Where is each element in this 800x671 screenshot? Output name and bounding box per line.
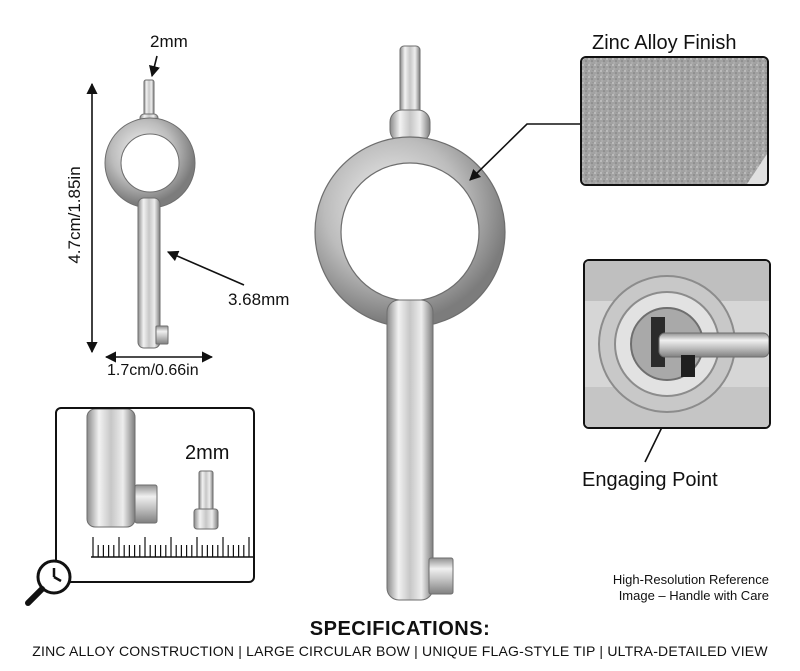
small-key-tip-label: 2mm xyxy=(150,32,188,51)
reference-note: High-Resolution Reference Image – Handle… xyxy=(560,572,769,604)
closeup-tip-label: 2mm xyxy=(185,442,230,464)
large-key-tip-pin xyxy=(399,45,421,119)
shaft-dimension-arrow xyxy=(166,250,245,286)
tip-closeup-frame xyxy=(55,407,255,583)
small-key-flag xyxy=(155,325,169,345)
small-key-shaft-label: 3.68mm xyxy=(228,290,290,309)
engaging-closeup-frame xyxy=(583,259,771,429)
small-key-tip-arrow xyxy=(149,55,160,78)
small-key-width-label: 1.7cm/0.66in xyxy=(107,362,199,379)
engaging-point-label: Engaging Point xyxy=(582,469,718,491)
reference-note-line1: High-Resolution Reference xyxy=(612,572,769,587)
magnifier-clock-icon[interactable] xyxy=(22,557,76,611)
large-key-bow xyxy=(315,137,505,327)
zinc-texture-image xyxy=(582,58,767,184)
small-key xyxy=(104,79,196,349)
finish-closeup-frame xyxy=(580,56,769,186)
large-key xyxy=(314,45,506,601)
lock-closeup-image xyxy=(585,261,769,427)
large-key-flag xyxy=(428,557,454,595)
finish-callout-line xyxy=(469,123,580,181)
tip-closeup-image xyxy=(86,409,253,558)
specifications-items: ZINC ALLOY CONSTRUCTION | LARGE CIRCULAR… xyxy=(32,643,768,659)
small-key-shaft xyxy=(137,197,161,349)
small-key-height-label: 4.7cm/1.85in xyxy=(65,166,84,264)
finish-title: Zinc Alloy Finish xyxy=(592,32,737,54)
large-key-shaft xyxy=(386,299,434,601)
ruler-ticks xyxy=(91,537,253,558)
specifications-title: SPECIFICATIONS: xyxy=(309,618,491,640)
reference-note-line2: Image – Handle with Care xyxy=(618,588,769,603)
small-key-bow xyxy=(105,118,195,208)
